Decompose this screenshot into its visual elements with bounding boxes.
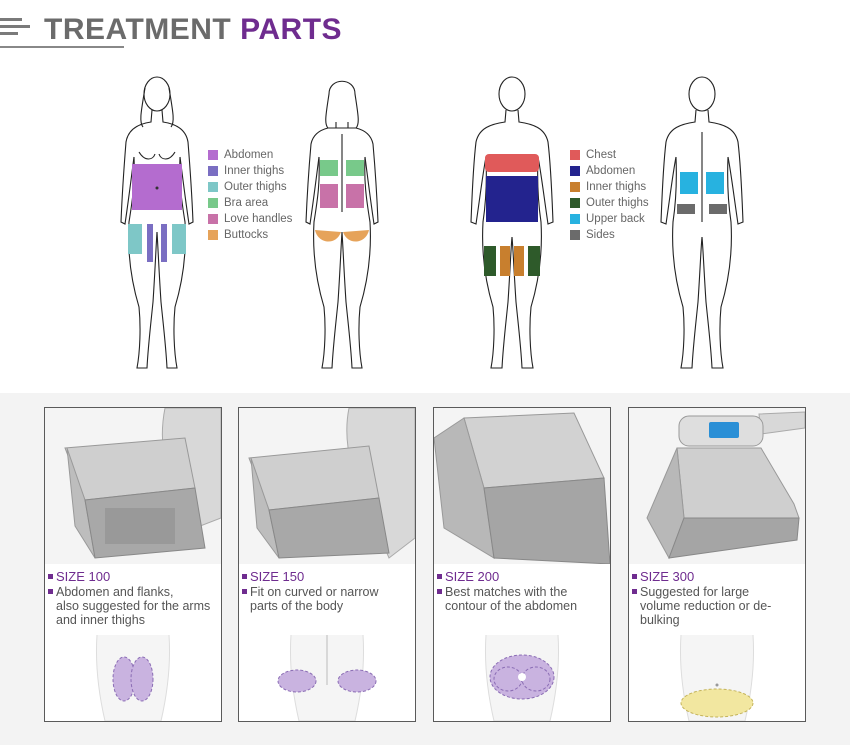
legend-swatch (570, 182, 580, 192)
bullet-icon (242, 589, 247, 595)
legend-label: Abdomen (586, 165, 636, 177)
legend-item: Love handles (208, 211, 292, 227)
applicator-card-size-300: SIZE 300 Suggested for large volume redu… (628, 407, 806, 722)
legend-item: Inner thighs (208, 163, 292, 179)
title-part-1: TREATMENT (44, 13, 232, 46)
legend-item: Inner thighs (570, 179, 649, 195)
legend-swatch (208, 230, 218, 240)
legend-label: Bra area (224, 197, 269, 209)
legend-swatch (570, 150, 580, 160)
applicator-photo (45, 408, 221, 564)
legend-label: Buttocks (224, 229, 269, 241)
legend-label: Chest (586, 149, 617, 161)
applicator-photo (239, 408, 415, 564)
applicator-photo (629, 408, 805, 564)
applicator-card-size-150: SIZE 150 Fit on curved or narrow parts o… (238, 407, 416, 722)
legend-swatch (570, 230, 580, 240)
applicator-photo (434, 408, 610, 564)
size-label: SIZE 200 (437, 569, 499, 584)
card-description: Abdomen and flanks, also suggested for t… (48, 585, 220, 627)
male-legend: Chest Abdomen Inner thighs Outer thighs … (570, 147, 649, 243)
female-legend: Abdomen Inner thighs Outer thighs Bra ar… (208, 147, 292, 243)
page-title: TREATMENT PARTS (44, 13, 342, 47)
description-rest: contour of the abdomen (445, 599, 578, 613)
title-part-2: PARTS (240, 13, 343, 46)
legend-label: Love handles (224, 213, 293, 225)
female-front-figure (120, 76, 194, 369)
bullet-icon (437, 589, 442, 595)
applicator-card-size-200: SIZE 200 Best matches with the contour o… (433, 407, 611, 722)
legend-swatch (208, 166, 218, 176)
bullet-icon (48, 589, 53, 595)
size-label: SIZE 100 (48, 569, 110, 584)
bullet-icon (632, 589, 637, 595)
menu-bars-icon (0, 18, 34, 39)
legend-item: Bra area (208, 195, 292, 211)
description-rest: volume reduction or de-bulking (640, 599, 772, 627)
description-line-1: Best matches with the (445, 585, 568, 599)
legend-swatch (208, 214, 218, 224)
legend-swatch (570, 198, 580, 208)
description-line-1: Abdomen and flanks, (56, 585, 174, 599)
legend-item: Chest (570, 147, 649, 163)
size-label: SIZE 150 (242, 569, 304, 584)
legend-label: Upper back (586, 213, 645, 225)
legend-label: Outer thighs (586, 197, 649, 209)
legend-item: Abdomen (208, 147, 292, 163)
size-label: SIZE 300 (632, 569, 694, 584)
description-rest: also suggested for the arms and inner th… (56, 599, 211, 627)
legend-swatch (208, 182, 218, 192)
title-underline (0, 46, 124, 48)
description-rest: parts of the body (250, 599, 344, 613)
treatment-zone-illustration (484, 635, 560, 721)
legend-item: Buttocks (208, 227, 292, 243)
legend-swatch (570, 214, 580, 224)
legend-item: Outer thighs (208, 179, 292, 195)
legend-item: Abdomen (570, 163, 649, 179)
legend-label: Inner thighs (586, 181, 647, 193)
description-line-1: Fit on curved or narrow (250, 585, 379, 599)
legend-label: Inner thighs (224, 165, 285, 177)
treatment-zone-illustration (95, 635, 171, 721)
applicator-section: SIZE 100 Abdomen and flanks, also sugges… (0, 393, 850, 745)
treatment-zone-illustration (679, 635, 755, 721)
male-back-figure (660, 76, 744, 369)
treatment-zone-illustration (277, 635, 377, 721)
legend-label: Sides (586, 229, 615, 241)
female-back-figure (305, 80, 379, 369)
legend-label: Abdomen (224, 149, 274, 161)
header: TREATMENT PARTS (0, 0, 850, 60)
legend-swatch (208, 198, 218, 208)
card-description: Best matches with the contour of the abd… (437, 585, 609, 613)
legend-swatch (208, 150, 218, 160)
legend-item: Sides (570, 227, 649, 243)
applicator-card-size-100: SIZE 100 Abdomen and flanks, also sugges… (44, 407, 222, 722)
legend-item: Upper back (570, 211, 649, 227)
body-diagrams: Abdomen Inner thighs Outer thighs Bra ar… (0, 62, 850, 382)
description-line-1: Suggested for large (640, 585, 750, 599)
card-description: Suggested for large volume reduction or … (632, 585, 804, 627)
legend-item: Outer thighs (570, 195, 649, 211)
legend-label: Outer thighs (224, 181, 287, 193)
legend-swatch (570, 166, 580, 176)
male-front-figure (470, 76, 554, 369)
card-description: Fit on curved or narrow parts of the bod… (242, 585, 414, 613)
